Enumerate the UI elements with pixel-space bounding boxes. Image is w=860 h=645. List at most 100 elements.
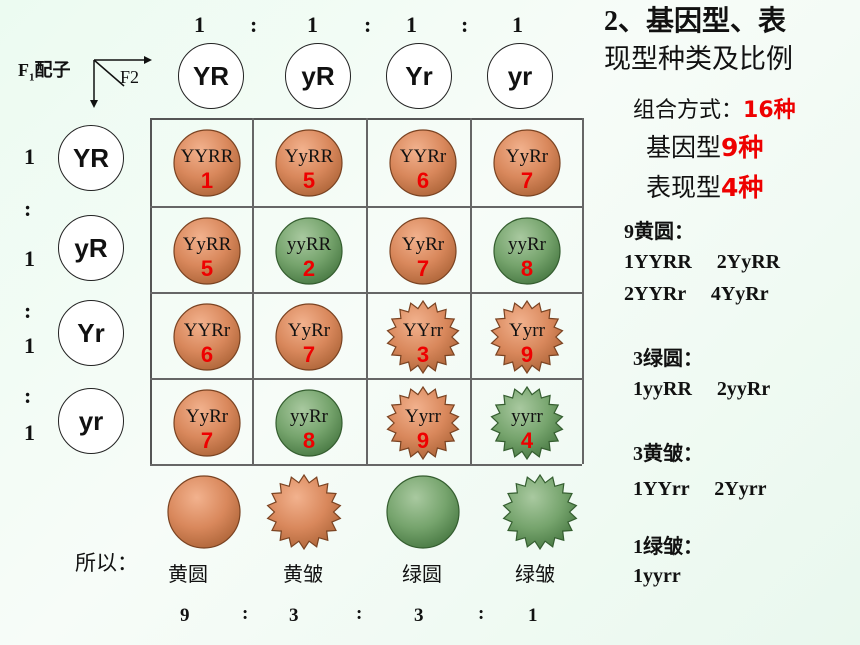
cell-genotype: YyRr — [505, 146, 549, 167]
group-green-wrinkled-line1: 1yyrr — [633, 565, 681, 587]
group-green-round-head: 3绿圆： — [633, 348, 703, 370]
green-round-seed-icon — [386, 475, 460, 549]
yellow-round-seed-icon — [173, 129, 241, 197]
yellow-wrinkled-seed-icon — [386, 386, 460, 460]
cell-genotype: YyRR — [182, 234, 232, 255]
top-ratio-4: 1 — [512, 12, 523, 37]
grid-line — [582, 118, 584, 464]
group-green-round-line1: 1yyRR 2yyRr — [633, 378, 771, 400]
yellow-round-seed-icon — [173, 217, 241, 285]
cell-number: 3 — [416, 342, 430, 367]
combo-label: 组合方式： — [633, 98, 744, 123]
f1-label: F — [18, 60, 29, 80]
grid-line — [366, 118, 368, 464]
cell-genotype: YyRR — [284, 146, 334, 167]
gamete-top-YR: YR — [178, 43, 244, 109]
f1-subscript: 1 — [29, 71, 35, 84]
phenotype-value: 4种 — [721, 173, 764, 202]
right-title-line2: 现型种类及比例 — [604, 44, 793, 75]
yellow-wrinkled-seed-icon — [490, 300, 564, 374]
group-green-wrinkled-head: 1绿皱： — [633, 536, 703, 558]
phenotype-label-yellow-round: 黄圆 — [168, 564, 208, 586]
yellow-round-seed-icon — [275, 303, 343, 371]
grid-line — [150, 464, 582, 466]
top-ratio-3: 1 — [406, 12, 417, 37]
green-wrinkled-seed-icon — [502, 473, 578, 551]
bottom-ratio-3b: 3 — [414, 605, 424, 626]
group-yellow-round-line1: 1YYRR 2YyRR — [624, 251, 781, 273]
phenotype-seed-yellow-wrinkled — [266, 473, 342, 555]
left-ratio-colon-1: : — [24, 196, 32, 221]
phenotype-seed-yellow-round — [166, 474, 242, 555]
cell-genotype: yyRR — [286, 234, 332, 255]
so-label: 所以： — [75, 551, 138, 575]
bottom-ratio-1: 1 — [528, 605, 538, 626]
cell-number: 9 — [416, 428, 430, 453]
phenotype-line: 表现型4种 — [646, 172, 763, 204]
gamete-top-yr: yr — [487, 43, 553, 109]
cell-number: 2 — [302, 256, 316, 281]
cross-arrows — [90, 56, 152, 108]
group-yellow-round-line2: 2YYRr 4YyRr — [624, 283, 769, 305]
genotype-label: 基因型 — [646, 133, 722, 162]
bottom-ratio-colon-2: : — [356, 603, 363, 624]
bottom-ratio-9: 9 — [180, 605, 190, 626]
group-yellow-wrinkled-line1: 1YYrr 2Yyrr — [633, 478, 767, 500]
phenotype-label-yellow-wrinkled: 黄皱 — [283, 564, 323, 586]
gamete-left-yR: yR — [58, 215, 124, 281]
yellow-round-seed-icon — [493, 129, 561, 197]
green-round-seed-icon — [275, 217, 343, 285]
yellow-wrinkled-seed-icon — [386, 300, 460, 374]
cell-number: 6 — [200, 342, 214, 367]
gamete-left-yr: yr — [58, 388, 124, 454]
green-wrinkled-seed-icon — [490, 386, 564, 460]
yellow-round-seed-icon — [389, 217, 457, 285]
yellow-round-seed-icon — [173, 389, 241, 457]
yellow-round-seed-icon — [173, 303, 241, 371]
combo-line: 组合方式：16种 — [633, 92, 796, 124]
top-ratio-colon-3: : — [461, 12, 469, 37]
yellow-round-seed-icon — [275, 129, 343, 197]
cell-number: 5 — [302, 168, 316, 193]
top-ratio-colon-2: : — [364, 12, 372, 37]
combo-value: 16种 — [743, 98, 796, 123]
yellow-round-seed-icon — [389, 129, 457, 197]
bottom-ratio-colon-3: : — [478, 603, 485, 624]
cell-genotype: YYrr — [402, 320, 444, 341]
cell-number: 7 — [416, 256, 430, 281]
cell-number: 9 — [520, 342, 534, 367]
cell-genotype: Yyrr — [509, 320, 545, 341]
cell-number: 7 — [200, 428, 214, 453]
top-ratio-2: 1 — [307, 12, 318, 37]
cell-genotype: YyRr — [401, 234, 445, 255]
right-title-line1: 2、基因型、表 — [604, 6, 787, 37]
cell-genotype: Yyrr — [405, 406, 441, 427]
grid-line — [252, 118, 254, 464]
left-ratio-colon-2: : — [24, 298, 32, 323]
left-ratio-1: 1 — [24, 144, 35, 169]
top-ratio-colon-1: : — [250, 12, 258, 37]
cell-genotype: YYRR — [180, 146, 234, 167]
left-ratio-2: 1 — [24, 246, 35, 271]
phenotype-label-green-wrinkled: 绿皱 — [515, 564, 555, 586]
gamete-left-YR: YR — [58, 125, 124, 191]
cell-genotype: yyRr — [508, 234, 546, 255]
green-round-seed-icon — [493, 217, 561, 285]
gamete-left-Yr: Yr — [58, 300, 124, 366]
cell-genotype: yyrr — [511, 406, 543, 427]
f2-label: F2 — [120, 67, 140, 87]
cell-number: 6 — [416, 168, 430, 193]
cell-number: 5 — [200, 256, 214, 281]
